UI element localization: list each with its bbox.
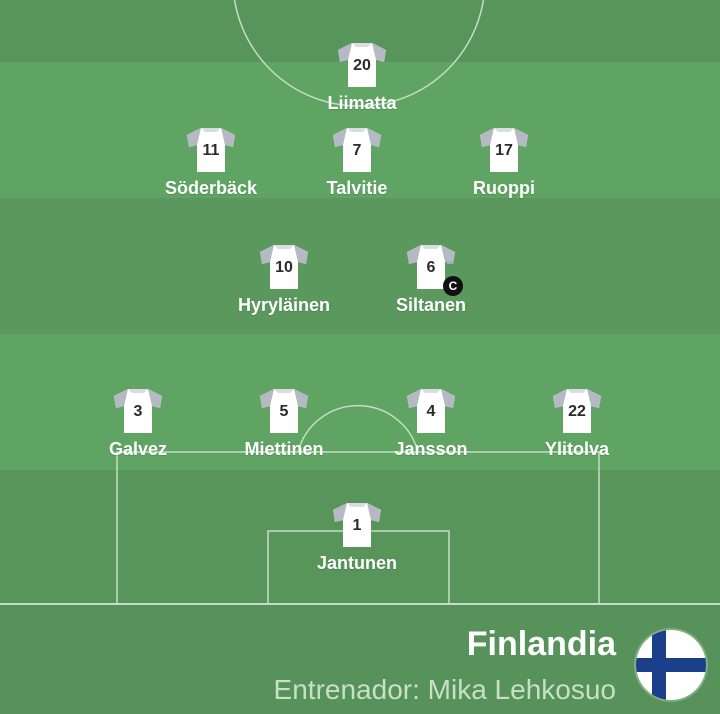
center-circle bbox=[233, 0, 485, 107]
player-card[interactable]: 1 Jantunen bbox=[277, 501, 437, 574]
player-name: Jantunen bbox=[316, 553, 397, 573]
player-number: 5 bbox=[279, 403, 289, 420]
player-number: 10 bbox=[275, 259, 293, 276]
shirt-icon: 10 bbox=[258, 243, 310, 291]
team-name: Finlandia bbox=[466, 625, 616, 663]
player-name: Siltanen bbox=[395, 295, 466, 315]
player-name: Ruoppi bbox=[473, 178, 535, 198]
player-number: 4 bbox=[426, 403, 436, 420]
player-number: 6 bbox=[426, 259, 436, 276]
team-footer: Finlandia Entrenador: Mika Lehkosuo bbox=[0, 605, 720, 714]
player-card[interactable]: 3 Galvez bbox=[58, 387, 218, 460]
shirt-icon: 5 bbox=[258, 387, 310, 435]
player-name: Talvitie bbox=[326, 178, 388, 198]
player-card[interactable]: 5 Miettinen bbox=[204, 387, 364, 460]
shirt-icon: 22 bbox=[551, 387, 603, 435]
shirt-icon: 3 bbox=[112, 387, 164, 435]
finland-flag-icon bbox=[636, 630, 706, 700]
player-card[interactable]: 20 Liimatta bbox=[282, 41, 442, 114]
coach-label: Entrenador: bbox=[273, 674, 420, 705]
player-card[interactable]: 4 Jansson bbox=[351, 387, 511, 460]
player-name: Miettinen bbox=[244, 439, 324, 459]
captain-badge: C bbox=[443, 276, 463, 296]
shirt-icon: 11 bbox=[185, 126, 237, 174]
player-card[interactable]: 11 Söderbäck bbox=[131, 126, 291, 199]
player-card[interactable]: 22 Ylitolva bbox=[497, 387, 657, 460]
shirt-icon: 1 bbox=[331, 501, 383, 549]
player-card[interactable]: 6 C Siltanen bbox=[351, 243, 511, 316]
shirt-icon: 6 C bbox=[405, 243, 463, 296]
player-number: 17 bbox=[495, 142, 513, 159]
player-number: 7 bbox=[352, 142, 362, 159]
player-card[interactable]: 17 Ruoppi bbox=[424, 126, 584, 199]
goal-line bbox=[0, 603, 720, 605]
player-name: Liimatta bbox=[327, 93, 397, 113]
coach-line: Entrenador: Mika Lehkosuo bbox=[274, 674, 616, 706]
player-name: Söderbäck bbox=[164, 178, 258, 198]
player-number: 1 bbox=[352, 517, 362, 534]
player-number: 20 bbox=[353, 57, 371, 74]
pitch-stripe bbox=[0, 198, 720, 334]
coach-name: Mika Lehkosuo bbox=[427, 674, 616, 705]
player-name: Jansson bbox=[394, 439, 468, 459]
player-number: 22 bbox=[568, 403, 586, 420]
penalty-arc bbox=[297, 404, 419, 453]
penalty-area bbox=[116, 451, 600, 605]
player-card[interactable]: 7 Talvitie bbox=[277, 126, 437, 199]
shirt-icon: 7 bbox=[331, 126, 383, 174]
player-number: 11 bbox=[202, 142, 220, 159]
shirt-icon: 4 bbox=[405, 387, 457, 435]
shirt-icon: 17 bbox=[478, 126, 530, 174]
player-card[interactable]: 10 Hyryläinen bbox=[204, 243, 364, 316]
player-name: Galvez bbox=[108, 439, 168, 459]
shirt-icon: 20 bbox=[336, 41, 388, 89]
player-number: 3 bbox=[133, 403, 143, 420]
player-name: Ylitolva bbox=[544, 439, 610, 459]
player-name: Hyryläinen bbox=[237, 295, 331, 315]
